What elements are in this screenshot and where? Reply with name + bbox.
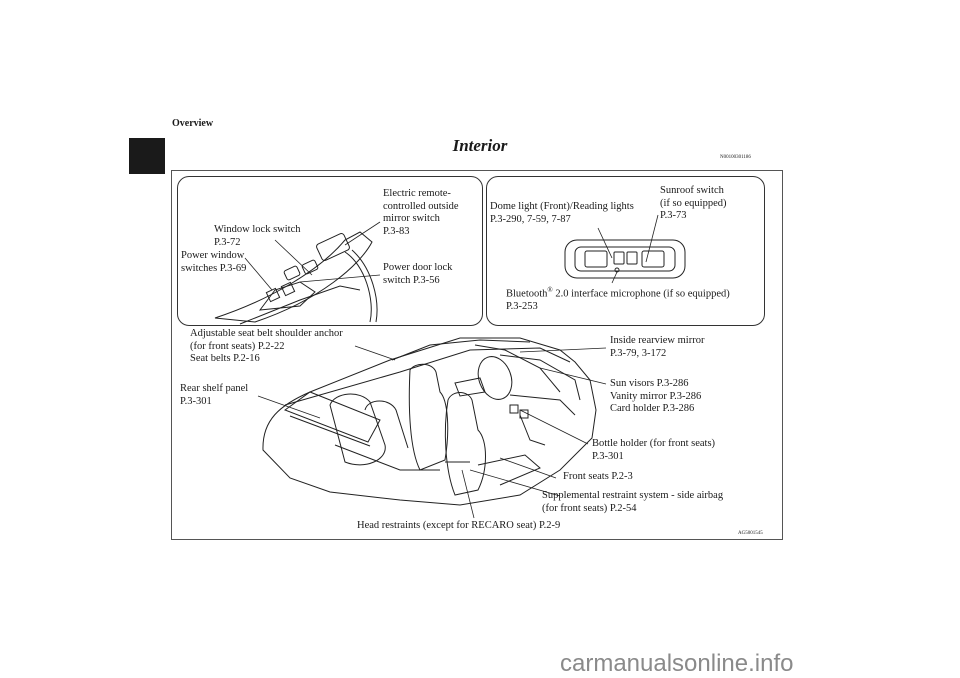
section-header: Overview	[172, 118, 214, 129]
label-seat-belt-anchor: Adjustable seat belt shoulder anchor (fo…	[190, 328, 343, 364]
bluetooth-text-rest: 2.0 interface microphone (if so equipped…	[506, 288, 730, 313]
registered-mark: ®	[547, 286, 553, 294]
label-power-door-lock-switch: Power door lock switch P.3-56	[383, 262, 453, 286]
label-sunroof-switch: Sunroof switch (if so equipped) P.3-73	[660, 185, 727, 221]
label-bottle-holder: Bottle holder (for front seats) P.3-301	[592, 438, 716, 462]
document-number: N00100301186	[720, 155, 751, 160]
label-front-seats: Front seats P.2-3	[563, 471, 633, 482]
section-tab-marker	[129, 138, 165, 174]
label-sun-visors: Sun visors P.3-286 Vanity mirror P.3-286…	[610, 378, 702, 414]
label-electric-mirror-switch: Electric remote- controlled outside mirr…	[383, 188, 459, 237]
label-bluetooth-microphone: Bluetooth® 2.0 interface microphone (if …	[506, 284, 730, 314]
overhead-console-inset	[486, 176, 765, 326]
label-head-restraints: Head restraints (except for RECARO seat)…	[357, 520, 561, 531]
illustration-frame	[171, 170, 783, 540]
label-power-window-switches: Power window switches P.3-69	[181, 250, 247, 274]
bluetooth-text: Bluetooth	[506, 288, 548, 300]
page-title: Interior	[452, 136, 508, 155]
label-inside-rearview-mirror: Inside rearview mirror P.3-79, 3-172	[610, 335, 705, 359]
label-side-airbag: Supplemental restraint system - side air…	[542, 490, 724, 514]
label-window-lock-switch: Window lock switch P.3-72	[214, 224, 301, 248]
door-switch-inset	[177, 176, 483, 326]
label-rear-shelf-panel: Rear shelf panel P.3-301	[180, 383, 249, 407]
watermark: carmanualsonline.info	[560, 650, 794, 677]
label-dome-light: Dome light (Front)/Reading lights P.3-29…	[490, 201, 634, 225]
figure-code: AG5001545	[738, 531, 763, 536]
